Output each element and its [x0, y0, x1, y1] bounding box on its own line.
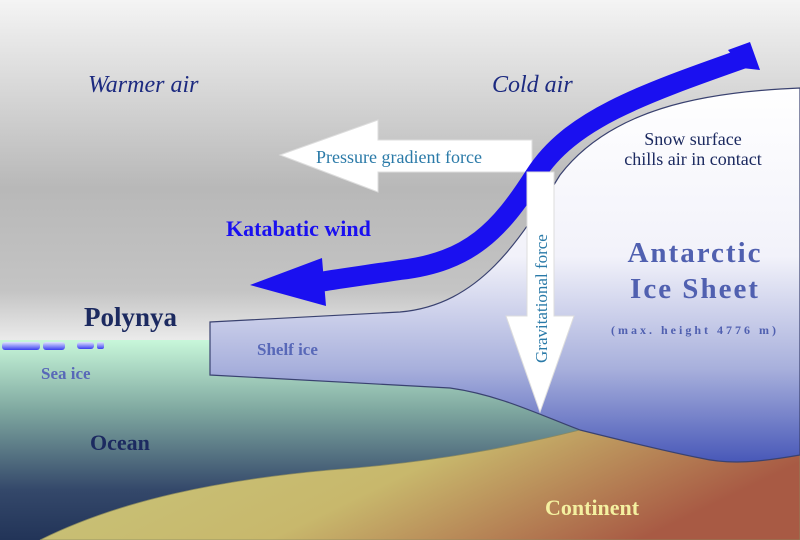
katabatic-wind-tail	[728, 42, 760, 70]
pressure-gradient-arrow	[278, 119, 533, 193]
chills-air-label: chills air in contact	[624, 149, 761, 169]
pressure-gradient-label: Pressure gradient force	[316, 147, 482, 167]
gravitational-force-label: Gravitational force	[532, 234, 551, 363]
sea-ice-floes	[2, 342, 104, 350]
max-height-label: (max. height 4776 m)	[611, 323, 779, 337]
ice-sheet-label: Ice Sheet	[630, 273, 760, 305]
polynya-label: Polynya	[84, 302, 178, 332]
katabatic-wind-path	[318, 48, 749, 292]
warmer-air-label: Warmer air	[88, 72, 199, 98]
katabatic-wind-label: Katabatic wind	[226, 216, 371, 241]
ocean-label: Ocean	[90, 430, 150, 455]
cold-air-label: Cold air	[492, 72, 573, 98]
snow-surface-label: Snow surface	[644, 129, 741, 149]
antarctic-label: Antarctic	[627, 237, 762, 269]
gravitational-force-arrow	[505, 171, 575, 414]
shelf-ice-label: Shelf ice	[257, 340, 318, 359]
sea-ice-label: Sea ice	[41, 364, 91, 383]
continent-label: Continent	[545, 495, 640, 520]
katabatic-wind-arrowhead	[250, 258, 326, 306]
continent-landmass	[39, 429, 800, 540]
